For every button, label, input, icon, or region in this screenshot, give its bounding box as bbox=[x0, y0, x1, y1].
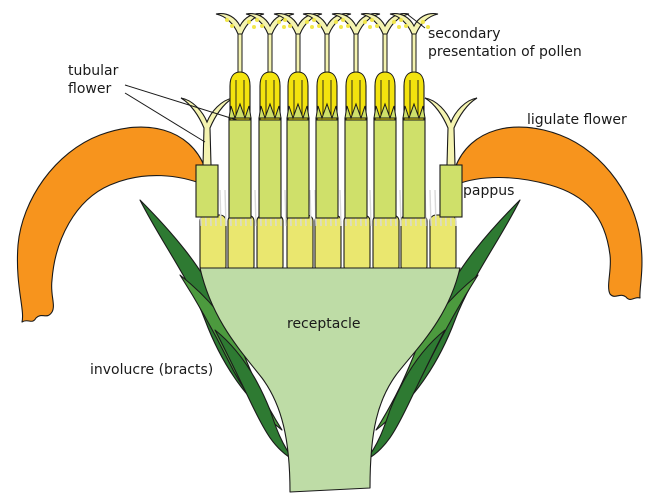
pollen-grain bbox=[305, 20, 309, 24]
label-tubular-line2: flower bbox=[68, 81, 111, 97]
label-involucre: involucre (bracts) bbox=[90, 362, 213, 378]
pollen-grain bbox=[310, 25, 314, 29]
pollen-grain bbox=[370, 18, 374, 22]
tubular-corolla-2 bbox=[259, 118, 281, 218]
pollen-grain bbox=[317, 24, 321, 28]
ligulate-tube-left bbox=[196, 165, 218, 217]
label-pappus: pappus bbox=[463, 183, 514, 199]
pappus-bristle bbox=[225, 190, 226, 226]
pollen-grain bbox=[339, 25, 343, 29]
floret-base-9 bbox=[430, 215, 456, 272]
ligule-right bbox=[455, 127, 642, 299]
pappus-bristle bbox=[400, 190, 401, 226]
tubular-corolla-5 bbox=[345, 118, 367, 218]
pollen-grain bbox=[399, 18, 403, 22]
pollen-grain bbox=[230, 24, 234, 28]
floret-base-5 bbox=[315, 215, 341, 272]
pollen-grain bbox=[368, 25, 372, 29]
pollen-grain bbox=[247, 20, 251, 24]
pappus-bristle bbox=[430, 190, 431, 226]
pollen-grain bbox=[288, 24, 292, 28]
label-secondary-line1: secondary bbox=[428, 26, 501, 42]
pollen-grain bbox=[282, 25, 286, 29]
floret-base-1 bbox=[200, 215, 226, 272]
pollen-grain bbox=[392, 20, 396, 24]
pappus-bristle bbox=[340, 190, 341, 226]
pollen-grain bbox=[375, 24, 379, 28]
leader-tubular-b bbox=[125, 85, 237, 120]
label-secondary-line2: presentation of pollen bbox=[428, 44, 582, 60]
pollen-grain bbox=[363, 20, 367, 24]
tubular-corolla-6 bbox=[374, 118, 396, 218]
ligulate-tube-right bbox=[440, 165, 462, 217]
pappus-bristle bbox=[370, 190, 371, 226]
pollen-grain bbox=[283, 18, 287, 22]
label-tubular-line1: tubular bbox=[68, 63, 119, 79]
pollen-grain bbox=[421, 20, 425, 24]
pollen-grain bbox=[397, 25, 401, 29]
pappus-bristle bbox=[310, 190, 311, 226]
ligule-left bbox=[17, 127, 205, 322]
pollen-grain bbox=[346, 24, 350, 28]
pollen-grain bbox=[225, 18, 229, 22]
tubular-corolla-1 bbox=[229, 118, 251, 218]
label-receptacle: receptacle bbox=[287, 316, 361, 332]
pappus-bristle bbox=[285, 190, 286, 226]
pollen-grain bbox=[312, 18, 316, 22]
pollen-grain bbox=[277, 20, 281, 24]
floret-base-8 bbox=[401, 215, 427, 272]
pappus-bristle bbox=[220, 190, 221, 226]
pollen-grain bbox=[260, 24, 264, 28]
pollen-grain bbox=[252, 25, 256, 29]
pollen-grain bbox=[341, 18, 345, 22]
pollen-grain bbox=[404, 24, 408, 28]
label-ligulate: ligulate flower bbox=[527, 112, 627, 128]
pollen-grain bbox=[255, 18, 259, 22]
pollen-grain bbox=[334, 20, 338, 24]
tubular-corolla-3 bbox=[287, 118, 309, 218]
tubular-corolla-4 bbox=[316, 118, 338, 218]
pappus-bristle bbox=[255, 190, 256, 226]
pappus-bristle bbox=[435, 190, 436, 226]
tubular-corolla-7 bbox=[403, 118, 425, 218]
